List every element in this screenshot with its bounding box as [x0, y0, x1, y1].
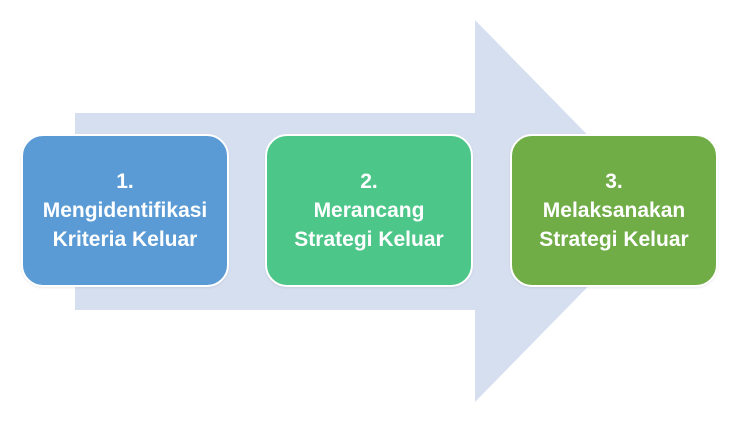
step-number: 3.: [605, 170, 623, 193]
step-number: 1.: [116, 170, 134, 193]
step-design-exit-strategy: 2. Merancang Strategi Keluar: [265, 134, 473, 287]
step-label-line-2: Strategi Keluar: [294, 228, 444, 251]
step-identify-exit-criteria: 1. Mengidentifikasi Kriteria Keluar: [21, 134, 229, 287]
step-number: 2.: [360, 170, 378, 193]
step-label-line-2: Kriteria Keluar: [52, 228, 198, 251]
step-label-line-1: Melaksanakan: [542, 199, 686, 222]
step-execute-exit-strategy: 3. Melaksanakan Strategi Keluar: [510, 134, 718, 287]
step-label-line-2: Strategi Keluar: [539, 228, 689, 251]
step-label-line-1: Merancang: [313, 199, 425, 222]
step-label-line-1: Mengidentifikasi: [42, 199, 208, 222]
